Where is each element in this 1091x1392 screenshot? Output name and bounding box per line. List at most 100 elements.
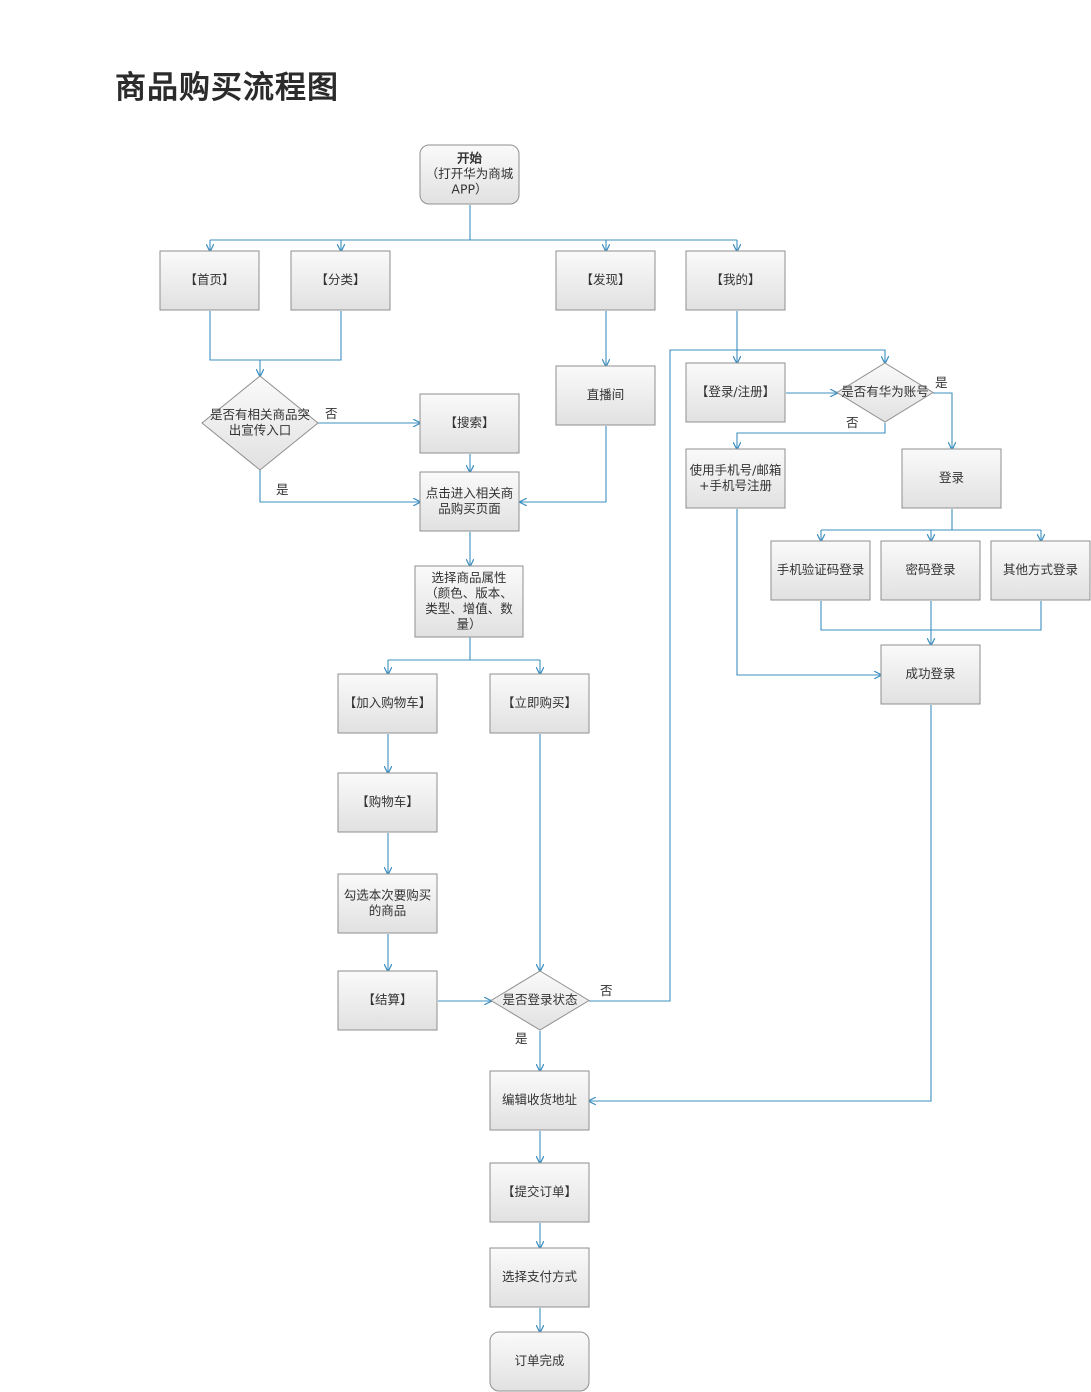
diagram-title: 商品购买流程图	[115, 70, 339, 106]
node-label: 【登录/注册】	[696, 384, 775, 399]
process-shape	[685, 362, 786, 423]
connector-25	[737, 349, 885, 363]
node-mine: 【我的】	[685, 250, 786, 311]
node-label: 订单完成	[514, 1353, 564, 1368]
process-shape	[337, 873, 438, 934]
connector-28	[737, 423, 886, 449]
node-password-login: 密码登录	[880, 540, 981, 601]
node-other-login: 其他方式登录	[990, 540, 1091, 601]
process-shape	[159, 250, 260, 311]
process-shape	[555, 250, 656, 311]
process-shape	[337, 772, 438, 833]
node-attributes: 选择商品属性（颜色、版本、类型、增值、数量）	[414, 565, 524, 638]
process-shape	[414, 565, 524, 638]
node-home: 【首页】	[159, 250, 260, 311]
process-shape	[337, 673, 438, 734]
process-shape	[489, 1070, 590, 1131]
node-label: 【加入购物车】	[344, 695, 432, 710]
connector-6	[209, 311, 342, 361]
node-sms-login: 手机验证码登录	[770, 540, 871, 601]
node-search: 【搜索】	[419, 393, 520, 454]
node-label: 【我的】	[710, 272, 760, 287]
node-buy-now: 【立即购买】	[489, 673, 590, 734]
node-payment: 选择支付方式	[489, 1247, 590, 1308]
edge-label-promo-no: 否	[325, 406, 338, 421]
node-label: 手机验证码登录	[777, 562, 865, 577]
node-label: 是否有相关商品突	[210, 407, 310, 422]
node-label: 的商品	[369, 903, 407, 918]
decision-shape	[836, 362, 934, 423]
node-live: 直播间	[555, 365, 656, 426]
terminal-shape	[489, 1331, 590, 1392]
process-shape	[337, 970, 438, 1031]
node-login-register: 【登录/注册】	[685, 362, 786, 423]
node-label: 【提交订单】	[502, 1184, 577, 1199]
node-label: 【首页】	[184, 272, 234, 287]
node-label: 【立即购买】	[502, 695, 577, 710]
node-category: 【分类】	[290, 250, 391, 311]
node-label: （颜色、版本、	[425, 585, 513, 600]
node-login-success: 成功登录	[880, 644, 981, 705]
connector-36	[736, 509, 881, 675]
node-discover: 【发现】	[555, 250, 656, 311]
process-shape	[990, 540, 1091, 601]
node-label: 【结算】	[362, 992, 412, 1007]
node-label: 编辑收货地址	[502, 1092, 578, 1107]
node-address: 编辑收货地址	[489, 1070, 590, 1131]
node-complete: 订单完成	[489, 1331, 590, 1392]
process-shape	[901, 448, 1002, 509]
node-label: APP）	[451, 182, 487, 197]
node-label: 选择商品属性	[431, 570, 506, 585]
node-label: 是否有华为账号	[841, 384, 929, 399]
node-label: 成功登录	[905, 666, 955, 681]
process-shape	[685, 250, 786, 311]
edge-label-huawei-no: 否	[846, 415, 859, 430]
node-label: 【购物车】	[356, 794, 419, 809]
node-register: 使用手机号/邮箱+手机号注册	[685, 448, 786, 509]
node-label: 【搜索】	[444, 415, 494, 430]
connector-9	[259, 470, 420, 502]
process-shape	[290, 250, 391, 311]
process-shape	[419, 393, 520, 454]
node-submit-order: 【提交订单】	[489, 1162, 590, 1223]
node-label: 点击进入相关商	[426, 485, 514, 500]
edges-layer	[210, 205, 1041, 1332]
connector-12	[520, 426, 607, 502]
edge-label-login-no: 否	[600, 983, 613, 998]
node-login: 登录	[901, 448, 1002, 509]
process-shape	[685, 448, 786, 509]
process-shape	[880, 644, 981, 705]
connector-27	[933, 392, 952, 449]
node-label: 选择支付方式	[502, 1269, 578, 1284]
node-add-cart: 【加入购物车】	[337, 673, 438, 734]
node-label: 密码登录	[905, 562, 955, 577]
process-shape	[419, 471, 520, 532]
process-shape	[489, 673, 590, 734]
node-label: 登录	[939, 470, 964, 485]
node-label: 使用手机号/邮箱	[690, 462, 782, 477]
process-shape	[880, 540, 981, 601]
node-label: 品购买页面	[438, 501, 501, 516]
node-label: +手机号注册	[699, 478, 772, 493]
process-shape	[489, 1162, 590, 1223]
node-huawei-decision: 是否有华为账号	[836, 362, 934, 423]
node-label: 类型、增值、数	[425, 601, 513, 616]
node-checkout: 【结算】	[337, 970, 438, 1031]
node-label: 量）	[456, 616, 481, 631]
node-label: 出宣传入口	[229, 422, 292, 437]
process-shape	[489, 1247, 590, 1308]
node-label: 其他方式登录	[1003, 562, 1078, 577]
edge-label-login-yes: 是	[515, 1031, 528, 1046]
terminal-shape	[419, 144, 520, 205]
node-cart: 【购物车】	[337, 772, 438, 833]
node-label: （打开华为商城	[426, 166, 514, 181]
node-label: 直播间	[587, 387, 625, 402]
connector-23	[589, 349, 737, 1002]
edge-label-huawei-yes: 是	[935, 375, 948, 390]
